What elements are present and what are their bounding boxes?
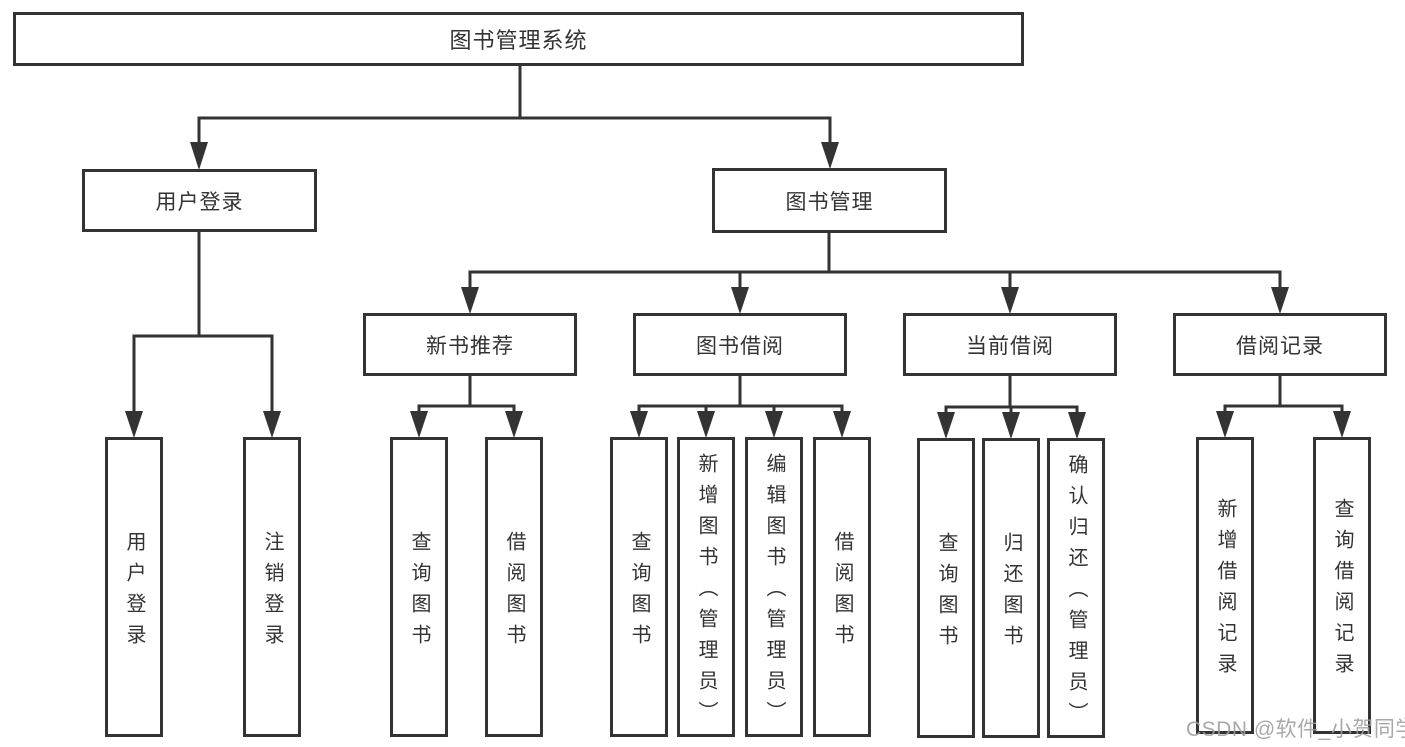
leaf-label: 查询借阅记录 [1331,498,1353,684]
leaf-label: 新增图书（管理员） [695,453,717,732]
leaf-edit-books-admin: 编辑图书（管理员） [745,437,803,737]
leaf-label: 用户登录 [123,530,145,655]
arrowheads [125,142,1351,439]
leaf-logout: 注销登录 [243,437,301,737]
node-borrowing-records: 借阅记录 [1173,313,1387,376]
leaf-confirm-return-admin: 确认归还（管理员） [1047,438,1105,738]
leaf-label: 归还图书 [1000,531,1022,656]
leaf-label: 查询图书 [628,530,650,655]
leaf-label: 借阅图书 [503,530,525,655]
node-user-login: 用户登录 [82,169,317,232]
leaf-label: 注销登录 [261,530,283,655]
node-book-borrowing: 图书借阅 [633,313,847,376]
leaf-label: 借阅图书 [831,530,853,655]
leaf-label: 新增借阅记录 [1214,498,1236,684]
leaf-borrow-books-recommend: 借阅图书 [485,437,543,737]
node-current-borrowing: 当前借阅 [903,313,1117,376]
node-book-management: 图书管理 [712,168,947,233]
csdn-watermark: CSDN @软件_小贺同学 [1186,718,1405,741]
leaf-add-books-admin: 新增图书（管理员） [677,437,735,737]
leaf-user-login: 用户登录 [105,437,163,737]
leaf-query-books-recommend: 查询图书 [390,437,448,737]
leaf-label: 查询图书 [408,530,430,655]
node-library-management-system: 图书管理系统 [13,12,1024,66]
leaf-borrow-books: 借阅图书 [813,437,871,737]
leaf-label: 查询图书 [935,531,957,656]
leaf-query-borrow-record: 查询借阅记录 [1313,437,1371,734]
leaf-add-borrow-record: 新增借阅记录 [1196,437,1254,734]
leaf-label: 编辑图书（管理员） [763,453,785,732]
node-new-book-recommend: 新书推荐 [363,313,577,376]
leaf-query-books-current: 查询图书 [917,438,975,738]
leaf-query-books-borrow: 查询图书 [610,437,668,737]
leaf-return-books: 归还图书 [982,438,1040,738]
leaf-label: 确认归还（管理员） [1065,454,1087,733]
